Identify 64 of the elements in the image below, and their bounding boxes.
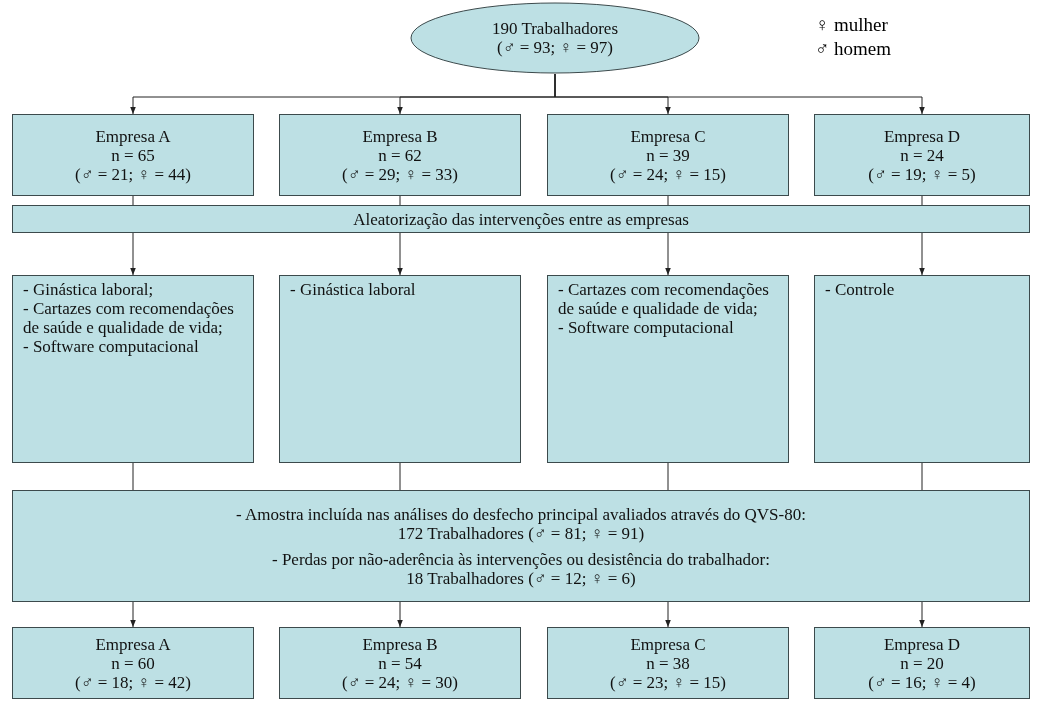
- connector-arrow: [130, 232, 136, 276]
- connector-arrow: [919, 601, 925, 628]
- intervention-text: - Controle: [825, 280, 896, 299]
- summary-text: - Amostra incluída nas análises do desfecho principal avaliados através do QVS-80:: [236, 504, 806, 524]
- connector-arrow: [919, 232, 925, 276]
- node-text: n = 20: [900, 653, 944, 673]
- node-text: Empresa D: [884, 634, 960, 654]
- company-box: [12, 114, 254, 196]
- node-text: Empresa C: [630, 126, 706, 146]
- connector-arrow: [130, 601, 136, 628]
- summary-text: 18 Trabalhadores (♂ = 12; ♀ = 6): [406, 568, 636, 588]
- node-text: n = 62: [378, 145, 422, 165]
- company-box: [814, 114, 1030, 196]
- sample-summary-box: [12, 490, 1030, 602]
- node-text: Empresa B: [362, 634, 438, 654]
- node-text: n = 54: [378, 653, 422, 673]
- company-box: [279, 114, 521, 196]
- node-text: (♂ = 24; ♀ = 15): [610, 164, 726, 184]
- connector-arrow: [397, 601, 403, 628]
- randomization-band: [12, 205, 1030, 233]
- node-text: n = 39: [646, 145, 690, 165]
- connector-arrow: [397, 232, 403, 276]
- company-box: [547, 627, 789, 699]
- connector-arrow: [665, 601, 671, 628]
- node-text: (♂ = 19; ♀ = 5): [868, 164, 976, 184]
- node-text: Aleatorização das intervenções entre as empresas: [353, 209, 689, 229]
- node-text: Empresa C: [630, 634, 706, 654]
- intervention-text: - Ginástica laboral: [290, 280, 417, 299]
- intervention-text: - Cartazes com recomendações de saúde e qualidade de vida;: [558, 280, 770, 318]
- start-ellipse: [410, 2, 700, 74]
- intervention-text: - Cartazes com recomendações de saúde e qualidade de vida;: [23, 299, 235, 337]
- intervention-box: [814, 275, 1030, 463]
- intervention-text: - Software computacional: [23, 337, 200, 356]
- intervention-text: - Software computacional: [558, 318, 735, 337]
- node-text: Empresa B: [362, 126, 438, 146]
- node-text: (♂ = 29; ♀ = 33): [342, 164, 458, 184]
- legend-text: ♂ homem: [815, 38, 891, 60]
- company-box: [279, 627, 521, 699]
- node-text: (♂ = 24; ♀ = 30): [342, 672, 458, 692]
- node-text: Empresa A: [95, 634, 171, 654]
- company-box: [814, 627, 1030, 699]
- node-text: (♂ = 23; ♀ = 15): [610, 672, 726, 692]
- intervention-box: [279, 275, 521, 463]
- node-text: Empresa D: [884, 126, 960, 146]
- summary-text: 172 Trabalhadores (♂ = 81; ♀ = 91): [397, 523, 645, 543]
- intervention-box: [12, 275, 254, 463]
- node-text: (♂ = 18; ♀ = 42): [75, 672, 191, 692]
- connector-arrow: [554, 73, 925, 115]
- node-text: n = 65: [111, 145, 155, 165]
- node-text: (♂ = 16; ♀ = 4): [868, 672, 976, 692]
- node-text: 190 Trabalhadores: [491, 19, 619, 38]
- node-text: n = 24: [900, 145, 944, 165]
- node-text: (♂ = 93; ♀ = 97): [497, 38, 613, 57]
- summary-text: - Perdas por não-aderência às intervenções ou desistência do trabalhador:: [272, 549, 770, 569]
- node-text: (♂ = 21; ♀ = 44): [75, 164, 191, 184]
- node-text: Empresa A: [95, 126, 171, 146]
- node-text: n = 38: [646, 653, 690, 673]
- legend-text: ♀ mulher: [815, 14, 888, 36]
- connector-arrow: [665, 232, 671, 276]
- company-box: [12, 627, 254, 699]
- node-text: n = 60: [111, 653, 155, 673]
- company-box: [547, 114, 789, 196]
- intervention-text: - Ginástica laboral;: [23, 280, 155, 299]
- intervention-box: [547, 275, 789, 463]
